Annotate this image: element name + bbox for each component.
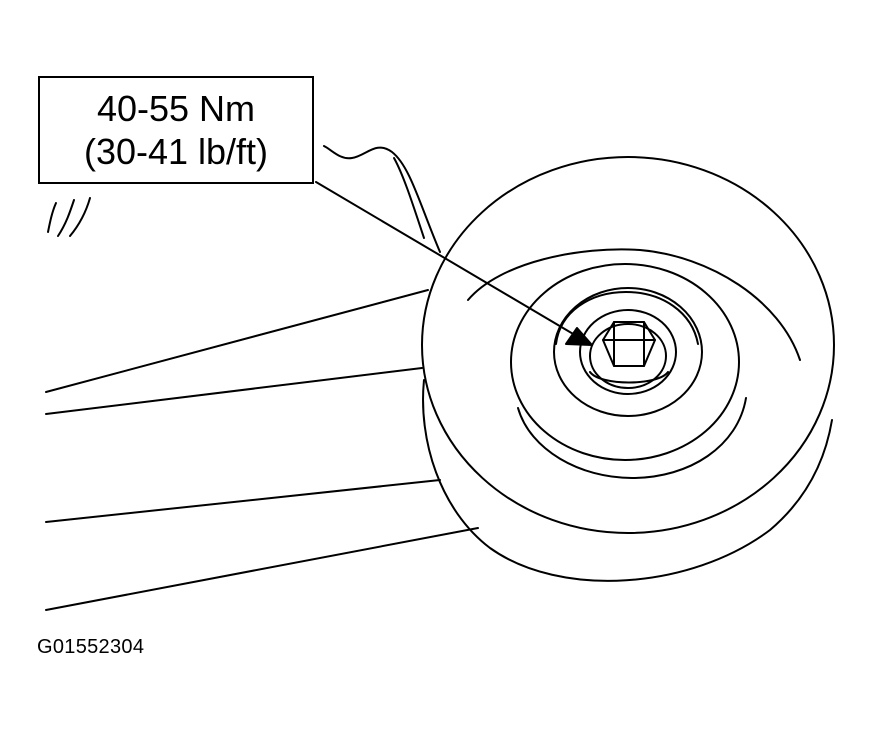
curve-mark bbox=[69, 197, 91, 237]
arrow-icon bbox=[315, 181, 593, 346]
pulley-inner-ring bbox=[555, 291, 699, 345]
torque-callout: 40-55 Nm (30-41 lb/ft) bbox=[38, 76, 314, 184]
figure-id: G01552304 bbox=[37, 636, 145, 658]
belt-edge-upper-outer bbox=[45, 289, 429, 393]
curve-mark bbox=[47, 202, 57, 233]
bracket-edge bbox=[393, 157, 425, 239]
bolt-hex-head bbox=[602, 321, 656, 367]
drive-belt bbox=[45, 289, 479, 611]
bolt-washer bbox=[579, 309, 677, 395]
torque-imperial-label: (30-41 lb/ft) bbox=[83, 131, 269, 172]
pulley-hub-inner bbox=[553, 287, 703, 417]
pulley-hub-outer bbox=[510, 263, 740, 461]
torque-metric-label: 40-55 Nm bbox=[96, 88, 256, 129]
curve-detail bbox=[47, 197, 91, 237]
pulley-groove bbox=[467, 248, 801, 361]
belt-edge-lower-inner bbox=[45, 479, 441, 523]
mounting-bracket bbox=[323, 145, 441, 253]
leader-line bbox=[315, 181, 581, 339]
pulley-back-rim bbox=[422, 379, 833, 582]
belt-edge-lower-outer bbox=[45, 527, 479, 611]
arrow-head bbox=[565, 327, 593, 346]
pulley-front-rim bbox=[421, 156, 835, 534]
belt-edge-upper-inner bbox=[45, 367, 423, 415]
hex-bolt-icon bbox=[589, 321, 669, 384]
bolt-socket-base bbox=[589, 371, 669, 384]
pulley-hub-shadow bbox=[517, 397, 747, 479]
curve-mark bbox=[57, 199, 75, 237]
bolt-flange bbox=[589, 323, 667, 389]
idler-pulley bbox=[421, 156, 835, 582]
